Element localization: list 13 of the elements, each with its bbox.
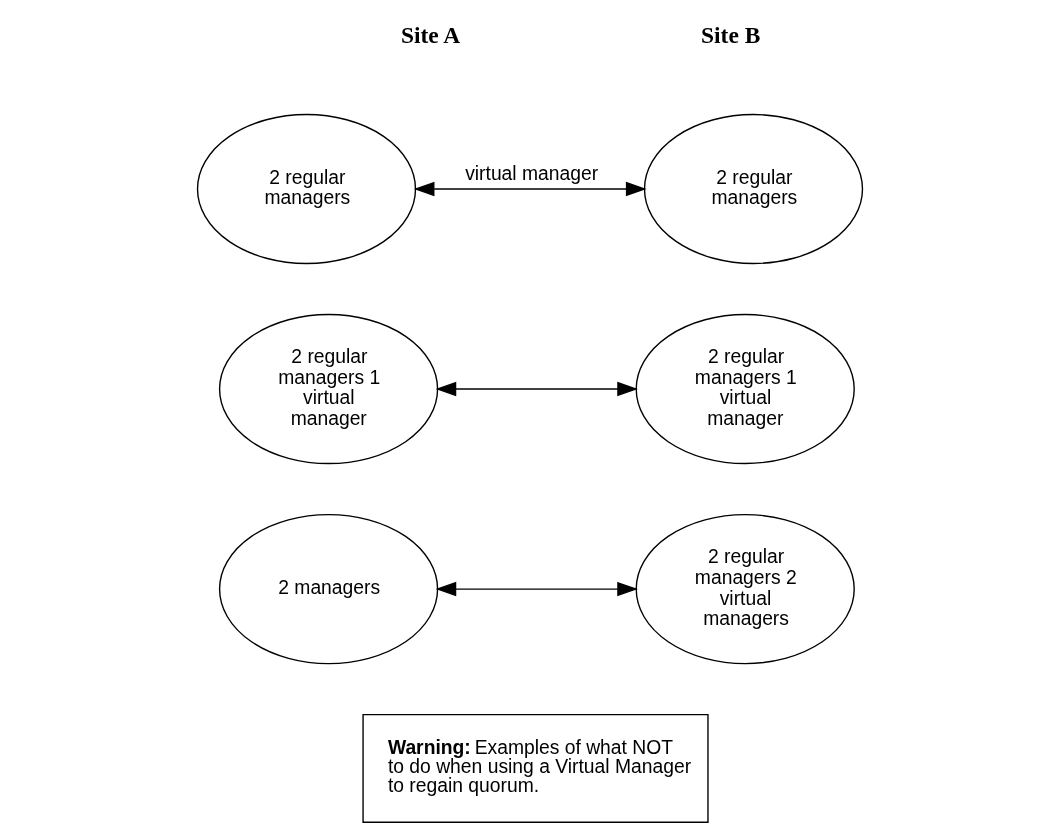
label: Site B bbox=[701, 21, 761, 48]
node-ellipse: 2 regular managers 1 virtual manager bbox=[635, 313, 855, 465]
node-ellipse: 2 regular managers bbox=[196, 113, 417, 265]
arrow bbox=[435, 381, 638, 397]
node-ellipse: 2 regular managers 1 virtual manager bbox=[218, 313, 439, 465]
arrow bbox=[435, 581, 638, 597]
label: Site A bbox=[401, 21, 461, 48]
node-box: Warning: Examples of what NOT to do when using a Virtual Manager to regain quorum. bbox=[362, 713, 709, 823]
node-ellipse: 2 regular managers bbox=[643, 113, 864, 265]
edge-label: virtual manager bbox=[465, 162, 599, 184]
node-ellipse: 2 managers bbox=[218, 513, 439, 665]
node-ellipse: 2 regular managers 2 virtual managers bbox=[635, 513, 855, 665]
arrow bbox=[413, 181, 647, 197]
